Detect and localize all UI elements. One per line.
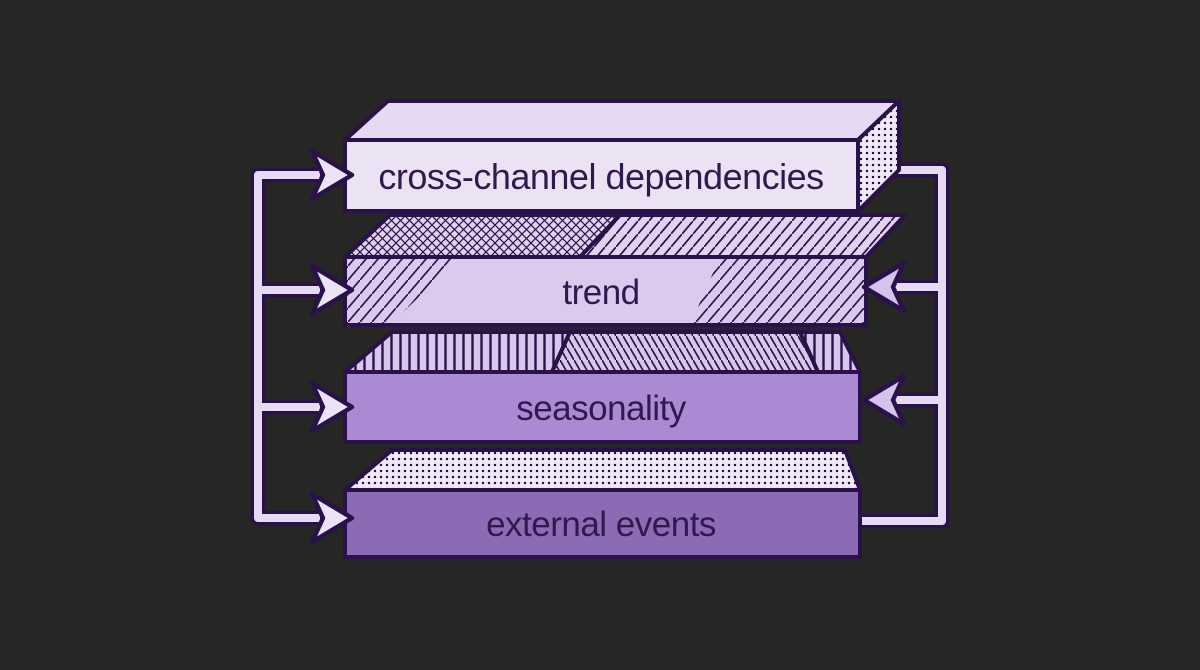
layer1-front-face: [343, 138, 860, 213]
layer2-front-hatch-left: [345, 257, 460, 325]
layer4-top-face: [343, 448, 862, 492]
layer4-front-face: [343, 488, 862, 559]
layer3-front-face: [343, 370, 862, 444]
layer3-top-face-diagonal: [550, 330, 820, 374]
left-arrow-into-trend-icon: [309, 263, 355, 317]
right-arrow-into-seasonality-icon: [861, 373, 907, 427]
layer-trend: [343, 213, 907, 327]
layer2-top-face-crosshatch: [343, 213, 622, 259]
left-arrow-into-seasonality-icon: [309, 380, 355, 434]
layer-cross-channel-dependencies: [343, 99, 901, 213]
left-arrow-into-external-events-icon: [309, 491, 355, 545]
left-connector: [250, 167, 324, 526]
right-arrow-into-trend-icon: [861, 260, 907, 314]
left-arrow-into-cross-channel-icon: [309, 148, 355, 202]
layer4-label: external events: [486, 505, 716, 544]
layer2-top-face-diagonal: [578, 213, 907, 259]
left-connector-line: [254, 171, 320, 522]
layer1-label: cross-channel dependencies: [378, 156, 823, 197]
layer2-front-hatch-right: [690, 257, 866, 325]
layer-seasonality: [343, 330, 862, 444]
layer3-label: seasonality: [516, 389, 687, 428]
layer-external-events: [343, 448, 862, 559]
layer1-top-face: [343, 99, 901, 142]
layer2-label: trend: [562, 273, 639, 312]
